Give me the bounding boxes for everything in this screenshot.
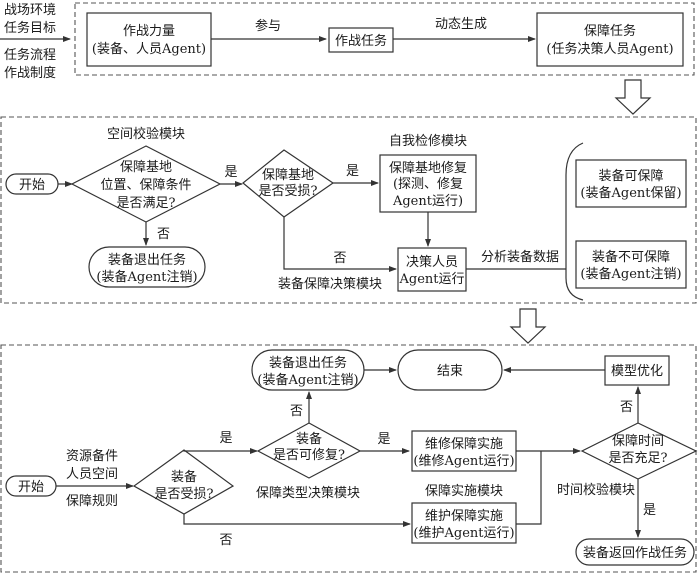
input-label: 保障规则 — [66, 494, 118, 509]
base-repair-text: Agent运行) — [392, 194, 463, 209]
decision-text: 装备 — [296, 431, 322, 447]
decision-text: 是否可修复? — [273, 448, 345, 463]
repair-impl-box[interactable] — [411, 430, 517, 472]
support-task-sub: (任务决策人员Agent) — [546, 41, 673, 57]
maintain-impl-box[interactable] — [411, 502, 517, 544]
flow-arrow — [183, 514, 411, 527]
combat-force-box[interactable] — [86, 12, 212, 67]
start-label: 开始 — [18, 480, 44, 495]
decision-text: 保障基地 — [120, 160, 172, 175]
input-label: 资源备件 — [66, 448, 118, 464]
decision-text: 是否满足? — [117, 196, 176, 211]
decision-text: 是否充足? — [609, 450, 668, 466]
no-label: 否 — [290, 404, 303, 419]
input-label: 任务流程 — [4, 47, 56, 63]
supportable-sub: (装备Agent保留) — [580, 185, 681, 201]
supportable-box[interactable] — [575, 159, 687, 208]
return-task-terminal[interactable] — [575, 538, 695, 566]
self-repair-module-label: 自我检修模块 — [389, 134, 467, 149]
combat-force-sub: (装备、人员Agent) — [92, 41, 206, 57]
section3-frame — [0, 344, 697, 573]
base-repair-box[interactable] — [379, 154, 477, 213]
unsupportable-box[interactable] — [575, 240, 687, 289]
decision-repairable[interactable] — [256, 422, 362, 479]
maintain-impl-title: 维护保障实施 — [425, 509, 503, 524]
base-repair-text: 保障基地修复 — [389, 161, 467, 176]
dynamic-generate-label: 动态生成 — [435, 17, 487, 32]
yes-label: 是 — [346, 164, 359, 179]
decision-text: 保障时间 — [612, 434, 664, 449]
return-task-label: 装备返回作战任务 — [583, 545, 687, 561]
no-label: 否 — [620, 400, 633, 415]
top-inputs: 战场环境 任务目标 任务流程 作战制度 — [0, 3, 71, 81]
model-opt-label: 模型优化 — [611, 364, 663, 379]
flow-line — [516, 451, 542, 525]
no-label: 否 — [157, 227, 170, 242]
maintain-impl-sub: (维护Agent运行) — [413, 526, 514, 541]
decision-text: 是否受损? — [155, 487, 214, 502]
decision-agent-box[interactable] — [397, 247, 467, 292]
flow-arrow — [183, 448, 258, 454]
unsupportable-sub: (装备Agent注销) — [580, 266, 681, 282]
support-task-title: 保障任务 — [584, 23, 636, 39]
exit-task-terminal[interactable] — [88, 246, 206, 288]
supportable-title: 装备可保障 — [598, 168, 663, 184]
base-repair-text: (探测、修复 — [393, 177, 463, 192]
support-task-box[interactable] — [536, 12, 684, 67]
exit-task-title: 装备退出任务 — [269, 355, 347, 371]
repair-impl-sub: (维修Agent运行) — [413, 454, 514, 469]
no-label: 否 — [333, 251, 346, 266]
yes-label: 是 — [219, 431, 232, 446]
input-label: 作战制度 — [4, 65, 56, 81]
implementation-module-label: 保障实施模块 — [425, 484, 503, 499]
decision-agent-text: Agent运行 — [398, 272, 464, 287]
combat-task-box[interactable] — [328, 27, 394, 53]
type-decision-module-label: 保障类型决策模块 — [256, 485, 360, 501]
repair-impl-title: 维修保障实施 — [425, 437, 503, 452]
flow-down-arrow-icon — [509, 308, 547, 344]
decision-text: 是否受损? — [259, 184, 318, 199]
exit-task-title: 装备退出任务 — [108, 252, 186, 268]
flow-arrow — [283, 217, 397, 272]
no-label: 否 — [219, 533, 232, 548]
yes-label: 是 — [643, 503, 656, 518]
decision-module-label: 装备保障决策模块 — [278, 276, 382, 292]
decision-text: 保障基地 — [262, 168, 314, 183]
section1-frame — [74, 2, 695, 76]
exit-task-sub: (装备Agent注销) — [257, 372, 358, 388]
time-check-module-label: 时间校验模块 — [557, 482, 635, 498]
decision-text: 位置、保障条件 — [100, 177, 191, 193]
combat-force-title: 作战力量 — [123, 24, 175, 39]
section2-frame — [0, 116, 697, 304]
start-label: 开始 — [19, 178, 45, 193]
yes-label: 是 — [224, 165, 237, 180]
decision-agent-text: 决策人员 — [406, 254, 458, 270]
outcome-brace — [565, 142, 584, 301]
input-label: 战场环境 — [4, 3, 56, 18]
input-label: 任务目标 — [4, 20, 56, 36]
end-terminal[interactable] — [397, 349, 503, 391]
yes-label: 是 — [377, 432, 390, 447]
participate-label: 参与 — [255, 18, 281, 34]
decision-text: 装备 — [171, 469, 197, 485]
unsupportable-title: 装备不可保障 — [592, 249, 670, 265]
end-label: 结束 — [437, 364, 463, 379]
exit-task-sub: (装备Agent注销) — [96, 269, 197, 285]
analyze-label: 分析装备数据 — [481, 249, 559, 265]
combat-task-label: 作战任务 — [335, 33, 387, 49]
input-label: 人员空间 — [66, 467, 118, 482]
spatial-check-module-label: 空间校验模块 — [107, 126, 185, 142]
flow-down-arrow-icon — [614, 79, 652, 115]
